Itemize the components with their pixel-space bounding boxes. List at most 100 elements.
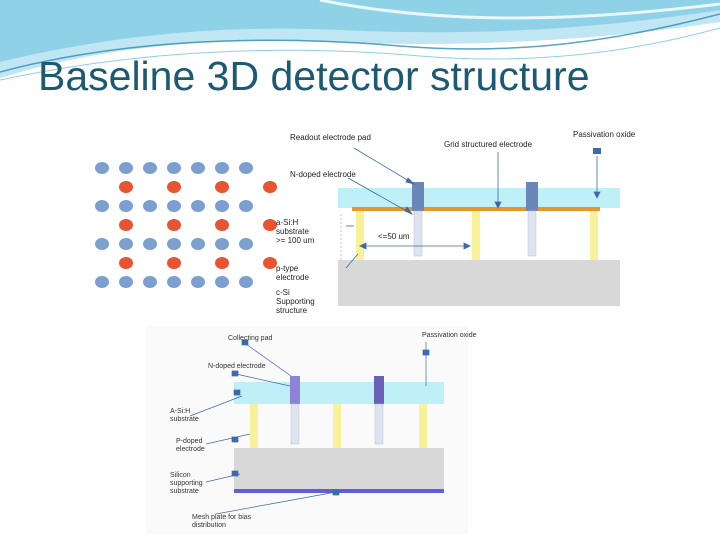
wave-line (0, 13, 720, 73)
p-electrode-dot (119, 181, 133, 193)
electrode-dot-pattern (95, 162, 277, 288)
p-electrode-dot (167, 257, 181, 269)
arrow-n-doped (347, 177, 413, 215)
n-electrode-dot (167, 200, 181, 212)
arrow-n-doped (235, 373, 291, 387)
n-electrode-dot (215, 276, 229, 288)
arrow-marker (231, 470, 239, 477)
label-silicon-support: Silicon supporting substrate (170, 472, 203, 495)
n-electrode-dot (95, 238, 109, 250)
n-electrode-dot (143, 200, 157, 212)
p-electrode-dot (167, 181, 181, 193)
n-electrode-dot (143, 276, 157, 288)
n-electrode-dot (239, 162, 253, 174)
n-electrode-dot (239, 238, 253, 250)
arrowhead (405, 177, 416, 185)
n-electrode-dot (119, 238, 133, 250)
label-passivation-oxide: Passivation oxide (422, 332, 477, 339)
p-electrode-column (590, 211, 598, 260)
bottom-cross-section: Collecting pad Passivation oxide N-doped… (146, 326, 476, 534)
arrow-asi (189, 395, 243, 417)
n-electrode-stem (374, 403, 384, 445)
passivation-marker (593, 148, 601, 154)
label-collecting-pad: Collecting pad (228, 335, 273, 342)
p-electrode-dot (263, 219, 277, 231)
p-electrode-dot (263, 257, 277, 269)
arrow-p-doped (205, 433, 251, 445)
n-electrode-dot (167, 276, 181, 288)
n-electrode-dot (119, 162, 133, 174)
n-electrode-dot (167, 238, 181, 250)
p-electrode-dot (167, 219, 181, 231)
asi-substrate-block (234, 382, 444, 404)
n-electrode-head (290, 376, 300, 404)
wave-line-2 (0, 27, 720, 81)
p-electrode-dot (215, 257, 229, 269)
grid-electrode-strip (352, 207, 600, 211)
p-electrode-dot (119, 219, 133, 231)
bottom-cross-section-drawing (189, 339, 444, 515)
n-electrode-dot (239, 200, 253, 212)
n-electrode-dot (95, 276, 109, 288)
n-electrode-dot (143, 238, 157, 250)
top-cross-section: Readout electrode pad Grid structured el… (262, 126, 636, 316)
label-passivation-oxide: Passivation oxide (573, 130, 636, 139)
n-electrode-dot (191, 238, 205, 250)
arrow-ptype (345, 253, 359, 269)
n-electrode-stem (527, 210, 537, 257)
arrow-marker (231, 370, 239, 377)
p-electrode-column (333, 404, 341, 448)
p-electrode-column (356, 211, 364, 260)
asi-substrate-block (338, 188, 620, 208)
n-electrode-dot (215, 238, 229, 250)
n-electrode-dot (215, 162, 229, 174)
p-electrode-dot (263, 181, 277, 193)
n-electrode-dot (239, 276, 253, 288)
n-electrode-dot (119, 276, 133, 288)
n-electrode-dot (191, 276, 205, 288)
n-electrode-dot (95, 162, 109, 174)
label-mesh-plate: Mesh plate for bias distribution (192, 514, 252, 529)
arrowhead (593, 191, 601, 199)
n-electrode-stem (290, 403, 300, 445)
n-electrode-head (526, 182, 538, 211)
n-electrode-dot (119, 200, 133, 212)
arrowhead (359, 242, 367, 250)
header-wave-decoration (0, 0, 720, 81)
top-cross-section-drawing (338, 147, 620, 306)
arrow-mesh (215, 491, 337, 515)
silicon-support-block (234, 448, 444, 492)
p-electrode-dot (215, 219, 229, 231)
arrow-marker (332, 489, 340, 496)
n-electrode-stem (413, 210, 423, 257)
n-electrode-dot (191, 200, 205, 212)
label-n-doped-electrode: N-doped electrode (290, 170, 356, 179)
n-electrode-head (412, 182, 424, 211)
arrow-marker (233, 389, 241, 396)
arrow-readout (353, 147, 415, 185)
p-electrode-column (419, 404, 427, 448)
label-readout-pad: Readout electrode pad (290, 133, 371, 142)
label-csi-support: c-Si Supporting structure (276, 288, 315, 315)
arrowhead (404, 206, 414, 215)
label-asi-substrate: a-Si:H substrate >= 100 um (276, 218, 315, 245)
n-electrode-dot (167, 162, 181, 174)
arrow-marker (231, 436, 239, 443)
label-spacing: <=50 um (378, 232, 410, 241)
n-electrode-dot (95, 200, 109, 212)
arrow-marker (241, 339, 249, 346)
n-electrode-dot (191, 162, 205, 174)
p-electrode-column (472, 211, 480, 260)
label-n-doped-electrode: N-doped electrode (208, 363, 266, 370)
n-electrode-dot (143, 162, 157, 174)
page-title: Baseline 3D detector structure (38, 53, 590, 99)
arrowhead (463, 242, 471, 250)
p-electrode-dot (119, 257, 133, 269)
label-asi-substrate: A-Si:H substrate (170, 408, 199, 423)
wave-mid (0, 0, 720, 62)
n-electrode-dot (215, 200, 229, 212)
arrow-marker (422, 349, 430, 356)
wave-highlight (319, 0, 720, 20)
arrow-collecting-pad (245, 343, 292, 377)
